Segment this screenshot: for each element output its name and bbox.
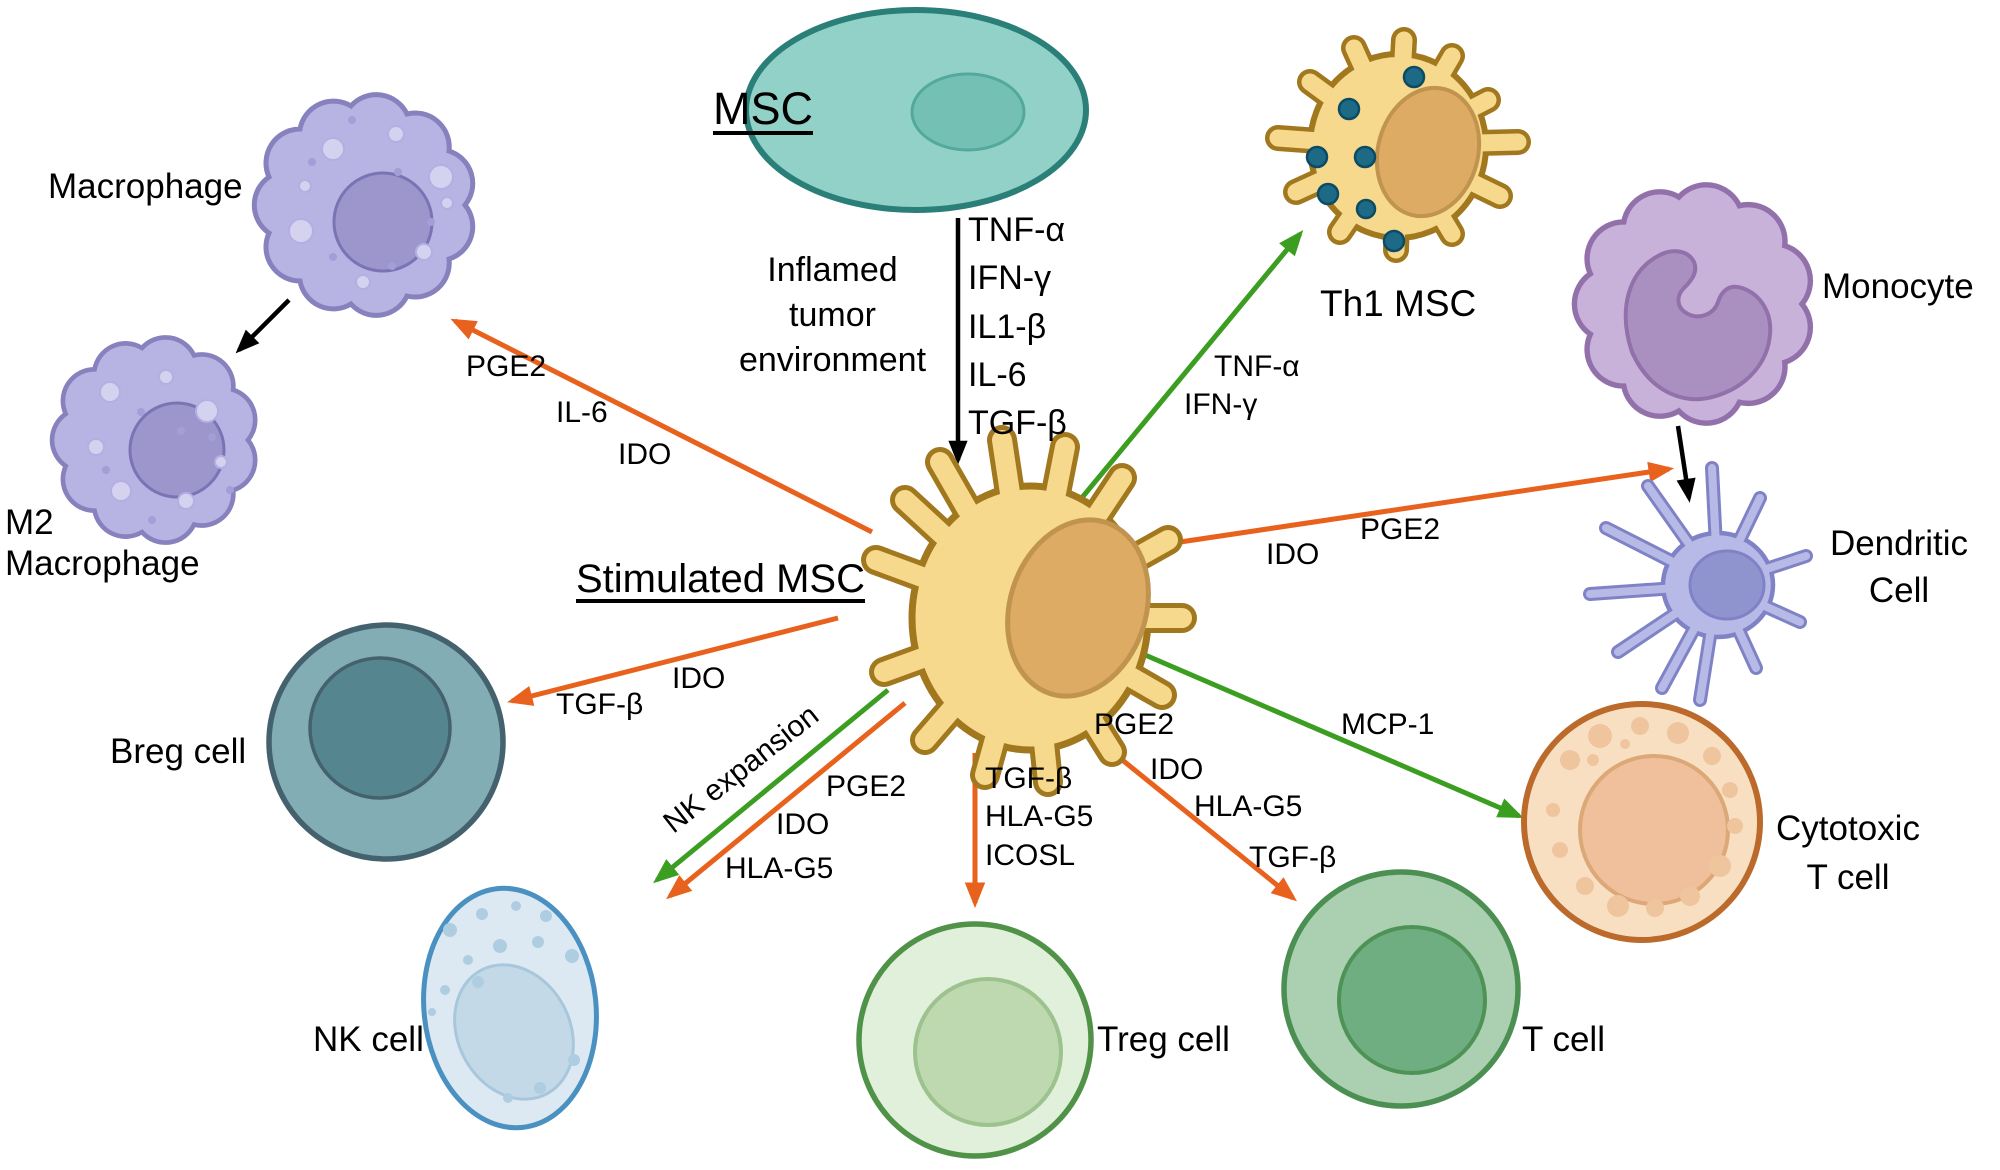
cytotoxic-t-cell: [1521, 701, 1763, 943]
treg-nucleus: [913, 977, 1063, 1127]
arrow-stim-msc-to-dendritic: [1139, 461, 1675, 551]
hlag5-to-nk-label: HLA-G5: [725, 852, 834, 885]
dendritic-cell: [1583, 461, 1813, 707]
pge2-to-macrophage-label: PGE2: [466, 350, 547, 383]
t-cell-nucleus: [1337, 925, 1487, 1075]
ido-to-dendritic-label: IDO: [1266, 538, 1320, 571]
nk-granules: [428, 901, 580, 1103]
breg-cell: [266, 622, 506, 862]
ido-to-t-cell-label: IDO: [1150, 753, 1204, 786]
th1-msc-label: Th1 MSC: [1320, 283, 1477, 324]
dendritic-nucleus: [1688, 549, 1766, 621]
t-cell: [1281, 869, 1521, 1109]
macrophage-cell: [254, 95, 472, 316]
ido-to-nk-label: IDO: [776, 808, 830, 841]
inflamed-environment-label: Inflamed tumor environment: [738, 251, 927, 379]
dendritic-cell-label: Dendritic Cell: [1829, 524, 1969, 611]
cytotoxic-granules: [1546, 717, 1743, 917]
treg-label: Treg cell: [1097, 1020, 1230, 1059]
breg-label: Breg cell: [110, 732, 247, 771]
tgfb-to-breg-label: TGF-β: [556, 688, 644, 721]
arrows: [235, 218, 1696, 909]
th1-msc-cell: [1265, 27, 1531, 263]
pge2-to-t-cell-label: PGE2: [1094, 708, 1175, 741]
stimulated-msc-nucleus: [1005, 517, 1151, 699]
mcp1-label: MCP-1: [1341, 708, 1435, 741]
cytotoxic-t-label: Cytotoxic T cell: [1776, 809, 1920, 897]
m2-macrophage-label: M2 Macrophage: [5, 503, 200, 584]
hlag5-to-t-cell-label: HLA-G5: [1194, 790, 1303, 823]
arrow-stim-msc-to-cytotoxic: [1121, 642, 1524, 819]
arrow-stim-msc-to-th1: [1078, 230, 1304, 502]
arrow-stim-msc-to-breg: [507, 615, 839, 706]
macrophage-label: Macrophage: [48, 167, 243, 206]
stimulated-msc-cell: [861, 425, 1197, 797]
msc-label: MSC: [713, 83, 813, 134]
cytotoxic-nucleus: [1578, 754, 1730, 906]
breg-nucleus: [308, 656, 452, 800]
tgfb-to-t-cell-label: TGF-β: [1249, 841, 1337, 874]
msc-stimuli-list: TNF-α IFN-γ IL1-β IL-6 TGF-β: [968, 211, 1067, 443]
msc-nucleus: [910, 72, 1026, 152]
ido-to-breg-label: IDO: [672, 662, 726, 695]
arrow-stim-msc-to-nk-orange: [666, 701, 907, 900]
monocyte-label: Monocyte: [1822, 267, 1974, 306]
monocyte-cell: [1574, 185, 1810, 423]
arrow-macrophage-to-m2: [235, 298, 291, 354]
nk-nucleus: [453, 963, 575, 1101]
th1-msc-nucleus: [1374, 85, 1482, 219]
arrow-stim-msc-to-macrophage: [450, 318, 874, 535]
pge2-to-nk-label: PGE2: [826, 770, 907, 803]
pge2-to-dendritic-label: PGE2: [1360, 513, 1441, 546]
msc-cell: [743, 7, 1089, 213]
treg-cell: [856, 921, 1094, 1159]
nk-cell: [421, 885, 599, 1131]
treg-mediators-list: TGF-β HLA-G5 ICOSL: [985, 762, 1094, 872]
m2-macrophage-nucleus: [128, 401, 226, 499]
m2-macrophage-vesicles: [87, 369, 234, 524]
stimulated-msc-label: Stimulated MSC: [576, 557, 865, 601]
t-cell-label: T cell: [1522, 1020, 1605, 1059]
m2-macrophage-cell: [52, 337, 255, 542]
arrow-monocyte-to-dendritic: [1675, 425, 1696, 503]
tnfa-to-th1-label: TNF-α: [1214, 350, 1300, 383]
arrow-stim-msc-to-nk-green: [653, 688, 890, 884]
ido-to-macrophage-label: IDO: [618, 438, 672, 471]
monocyte-nucleus: [1623, 249, 1773, 402]
ifng-to-th1-label: IFN-γ: [1184, 388, 1258, 421]
il6-to-macrophage-label: IL-6: [556, 396, 608, 429]
nk-label: NK cell: [313, 1020, 424, 1059]
macrophage-vesicles: [288, 116, 454, 290]
th1-msc-granules: [1305, 65, 1426, 253]
